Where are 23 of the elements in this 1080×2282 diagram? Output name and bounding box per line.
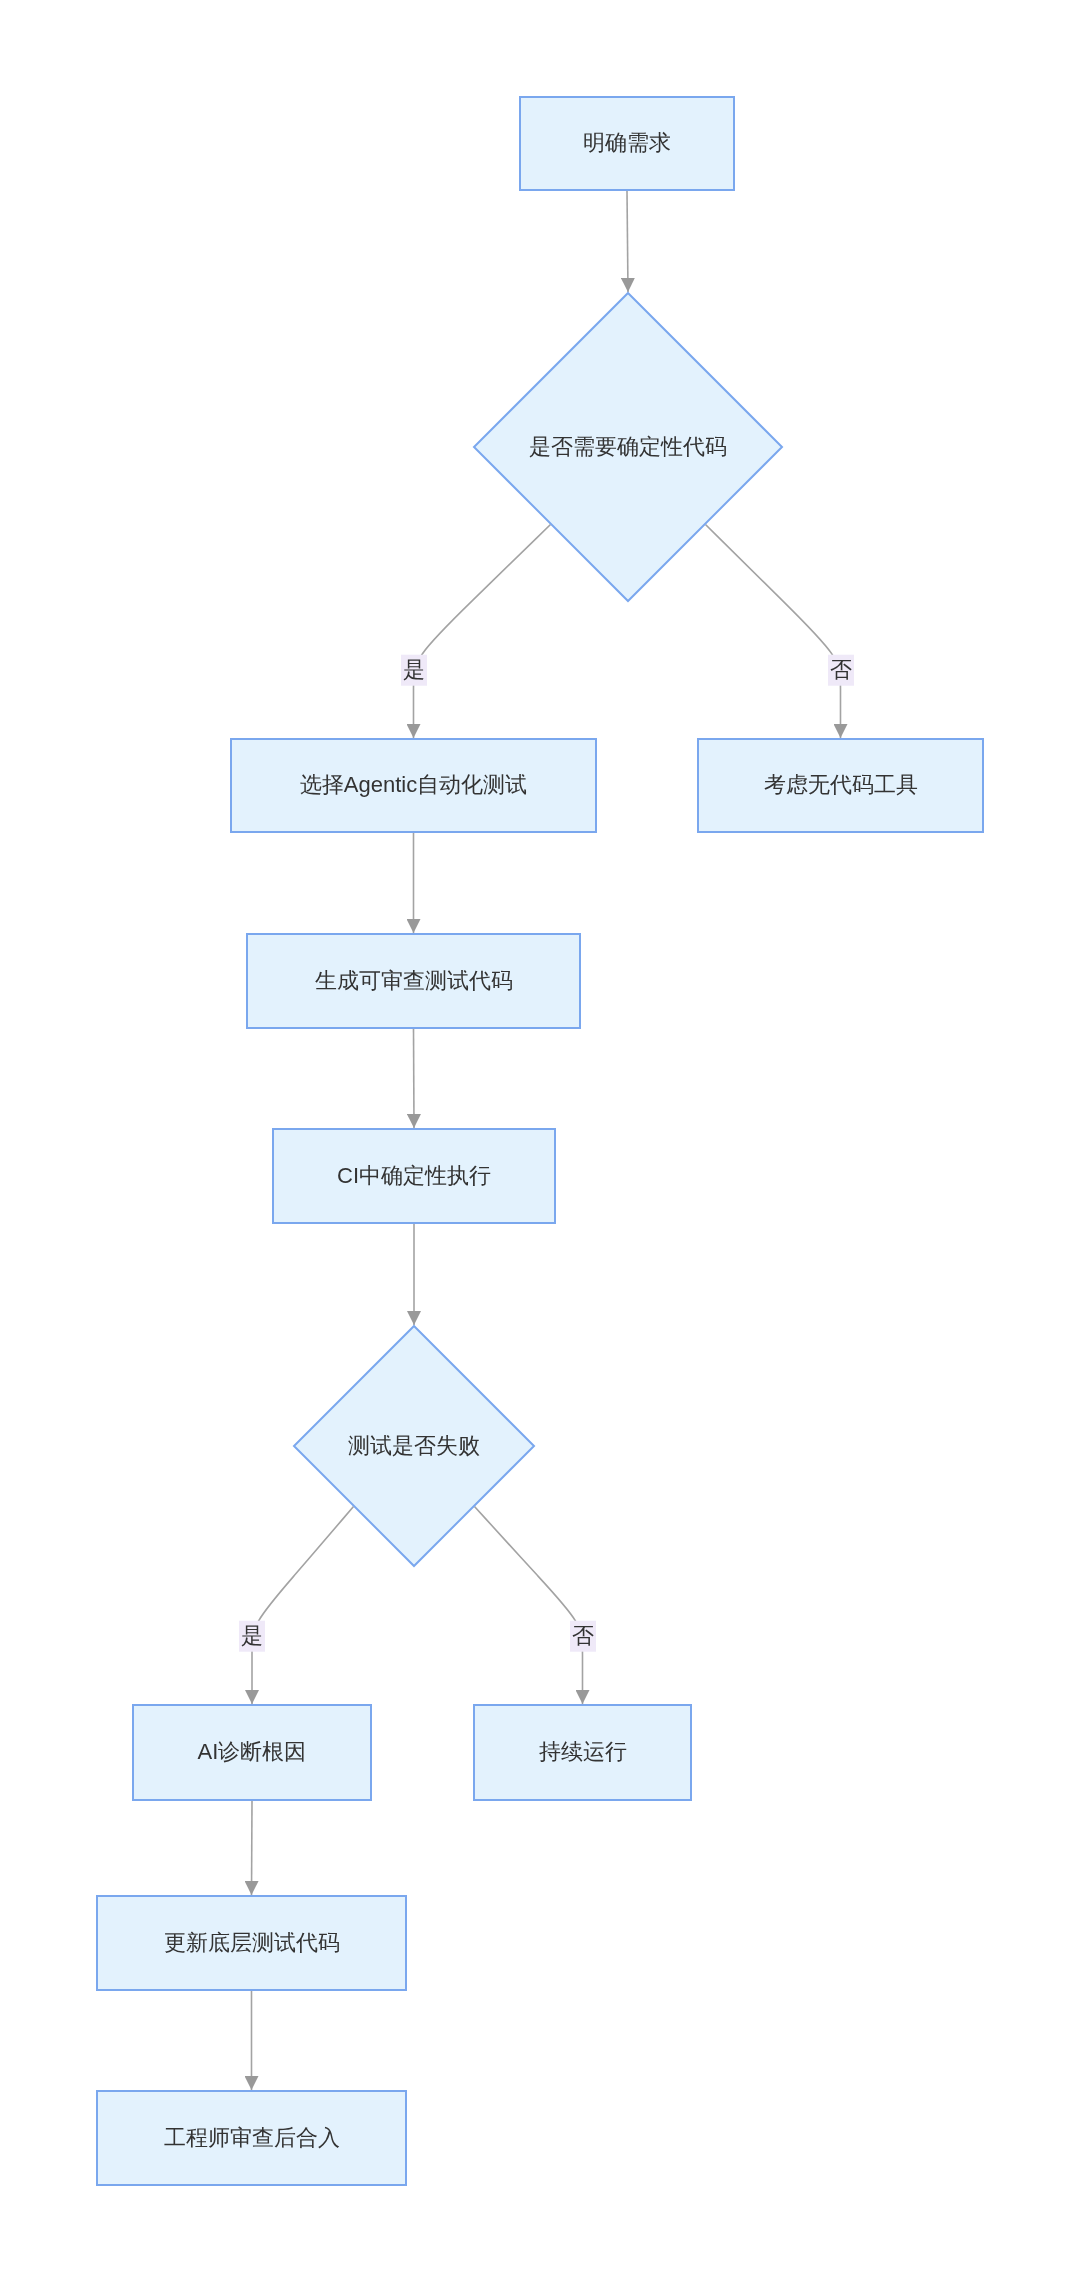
- arrow: [407, 1223, 421, 1326]
- arrow: [620, 190, 635, 293]
- edge-label: 否: [569, 1620, 596, 1652]
- arrow: [244, 1990, 259, 2091]
- arrow: [244, 1800, 259, 1896]
- arrow: [406, 523, 552, 739]
- process-box: 更新底层测试代码: [96, 1895, 407, 1991]
- decision-diamond: 是否需要确定性代码: [473, 292, 783, 602]
- process-box: 明确需求: [519, 96, 735, 191]
- arrow: [704, 523, 848, 739]
- edge-label: 是: [239, 1620, 265, 1652]
- edge-label: 否: [827, 654, 854, 686]
- process-box: 工程师审查后合入: [96, 2090, 407, 2186]
- arrow: [406, 1028, 421, 1129]
- process-box: 生成可审查测试代码: [246, 933, 581, 1029]
- process-box: 选择Agentic自动化测试: [230, 738, 597, 833]
- process-box: CI中确定性执行: [272, 1128, 556, 1224]
- arrow: [406, 832, 421, 934]
- process-box: 持续运行: [473, 1704, 692, 1801]
- edge-label: 是: [400, 654, 427, 686]
- decision-diamond: 测试是否失败: [293, 1325, 535, 1567]
- process-box: AI诊断根因: [132, 1704, 372, 1801]
- process-box: 考虑无代码工具: [697, 738, 984, 833]
